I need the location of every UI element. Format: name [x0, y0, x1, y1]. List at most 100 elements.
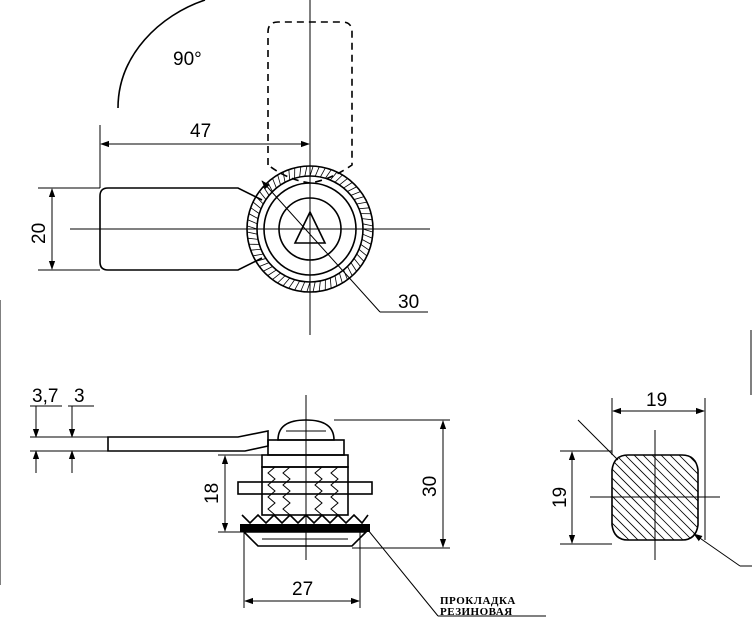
- knurl-tick: [304, 165, 308, 177]
- knurl-tick: [350, 262, 357, 272]
- dim-3-7-label: 3,7: [32, 386, 58, 407]
- knurl-tick: [263, 266, 273, 272]
- lever-body: [99, 187, 263, 271]
- hatch-line: [612, 455, 663, 540]
- knurl-tick: [277, 174, 281, 186]
- knurl-tick: [350, 191, 361, 196]
- hatch-line: [612, 455, 654, 540]
- dim-27-label: 27: [292, 579, 313, 600]
- knurl-tick: [300, 281, 306, 292]
- hatch-line: [489, 445, 599, 555]
- knurl-tick: [306, 281, 311, 293]
- thread-pattern: [267, 466, 339, 516]
- cam-collar: [261, 454, 349, 468]
- knurl-tick: [272, 272, 281, 280]
- dim-20-label: 20: [29, 223, 50, 244]
- knurl-tick: [288, 169, 291, 181]
- knurl-tick: [343, 269, 348, 280]
- knurl-tick: [329, 171, 338, 181]
- knurl-tick: [314, 166, 320, 177]
- knurl-tick: [282, 171, 286, 183]
- hatch-line: [705, 445, 752, 555]
- hatch-line: [612, 455, 636, 540]
- knurl-tick: [246, 231, 258, 235]
- knurl-tick: [250, 248, 262, 251]
- hatch-line: [623, 455, 698, 540]
- knurl-tick: [247, 219, 258, 225]
- knurl-tick: [255, 258, 267, 262]
- knurl-tick: [360, 244, 370, 251]
- knurl-tick: [339, 272, 343, 284]
- dim-18-label: 18: [202, 483, 223, 504]
- face-circle: [263, 182, 357, 276]
- hatch-line: [659, 455, 698, 540]
- knurl-tick: [334, 174, 343, 183]
- gasket-leader: [367, 529, 439, 617]
- top-view: 90° 47 20 30: [29, 0, 430, 335]
- knurl-tick: [277, 275, 286, 284]
- hatch-line: [614, 455, 698, 540]
- knurl-tick: [267, 269, 277, 276]
- knurl-tick: [353, 258, 361, 267]
- knurl-tick: [282, 277, 291, 287]
- hatch-line: [641, 455, 698, 540]
- knurl-tick: [361, 218, 373, 221]
- knurl-tick: [361, 238, 372, 245]
- hatch-line: [668, 455, 698, 540]
- knurl-tick: [248, 213, 259, 220]
- gasket-note-line2: РЕЗИНОВАЯ: [440, 606, 513, 618]
- knurl-tick: [250, 207, 260, 214]
- hatch-line: [695, 455, 698, 540]
- lock-washer: [241, 513, 369, 525]
- corner-radius-leader: [693, 533, 741, 567]
- rubber-gasket: [240, 524, 370, 532]
- angle-label: 90°: [173, 49, 202, 70]
- dim-19-width-label: 19: [646, 390, 667, 411]
- hex-nut: [237, 481, 373, 495]
- dim-19-height-label: 19: [550, 487, 571, 508]
- cross-section: 19 19: [480, 390, 752, 567]
- knurl-tick: [356, 253, 365, 262]
- knurl-tick: [259, 191, 267, 200]
- hatch-line: [480, 445, 590, 555]
- hatch-line: [650, 455, 698, 540]
- knurl-tick: [362, 223, 374, 227]
- hatch-line: [632, 455, 698, 540]
- knurl-tick: [339, 178, 348, 186]
- knurl-tick: [325, 169, 332, 179]
- knurl-tick: [309, 165, 314, 177]
- hatch-line: [612, 455, 645, 540]
- knurl-tick: [318, 280, 321, 292]
- dim-30-label: 30: [420, 476, 441, 497]
- section-outline: [611, 454, 699, 541]
- knurl-tick: [334, 275, 338, 287]
- hatch-line: [612, 455, 672, 540]
- knurl-pattern: [246, 165, 374, 293]
- knurl-tick: [252, 201, 262, 210]
- diameter-leader: [261, 180, 381, 313]
- knurl-tick: [272, 178, 277, 189]
- knurl-tick: [299, 166, 302, 178]
- knurl-tick: [362, 233, 373, 239]
- side-view: 3,7 3 18 30 27 ПРОКЛАДКА РЕЗИНОВАЯ: [30, 386, 546, 618]
- knurl-tick: [246, 225, 258, 230]
- knurl-tick: [356, 201, 368, 205]
- knurl-tick: [294, 280, 301, 291]
- knurl-tick: [312, 281, 316, 293]
- knurl-tick: [252, 253, 264, 257]
- lever-strip: [107, 430, 269, 452]
- corner-leader: [577, 419, 619, 461]
- hatch-line: [612, 455, 698, 540]
- hatch-line: [612, 455, 627, 540]
- knurl-tick: [329, 277, 332, 289]
- rotation-arc: [117, 0, 206, 109]
- section-hatching: [480, 445, 752, 555]
- knurl-tick: [358, 207, 370, 210]
- knurl-tick: [319, 167, 326, 178]
- knurl-tick: [358, 248, 368, 257]
- hatch-line: [714, 445, 752, 555]
- flange: [242, 531, 368, 547]
- knurl-tick: [259, 262, 270, 267]
- knurl-tick: [347, 186, 357, 192]
- knurl-tick: [255, 196, 264, 205]
